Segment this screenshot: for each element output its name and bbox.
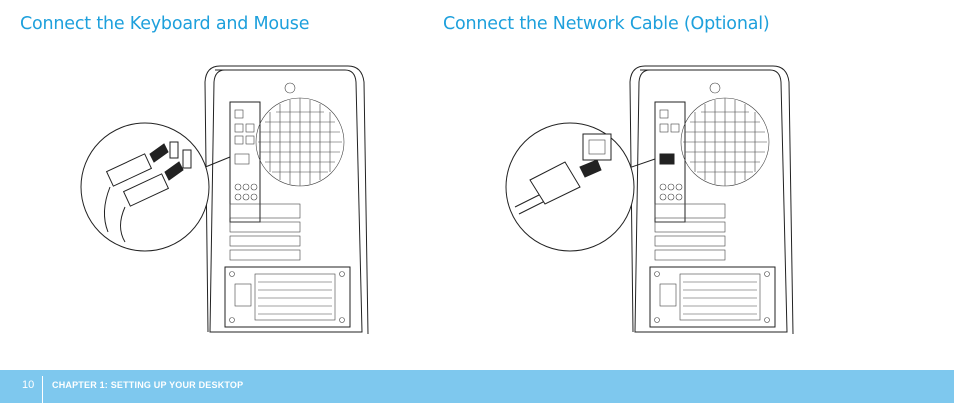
usb-connection-detail	[80, 122, 210, 252]
chapter-title: CHAPTER 1: SETTING UP YOUR DESKTOP	[52, 380, 244, 390]
network-cable-illustration	[505, 65, 794, 335]
keyboard-mouse-heading: Connect the Keyboard and Mouse	[20, 14, 310, 34]
computer-back-panel-2	[629, 65, 794, 335]
computer-back-panel	[204, 65, 369, 335]
page-footer: 10 CHAPTER 1: SETTING UP YOUR DESKTOP	[0, 370, 954, 403]
footer-divider	[42, 376, 43, 403]
page-number: 10	[22, 379, 35, 391]
keyboard-mouse-illustration	[80, 65, 369, 335]
network-connection-detail	[505, 122, 635, 252]
vent-grille	[258, 98, 342, 186]
vent-grille-2	[683, 98, 767, 186]
network-cable-heading: Connect the Network Cable (Optional)	[443, 14, 770, 34]
